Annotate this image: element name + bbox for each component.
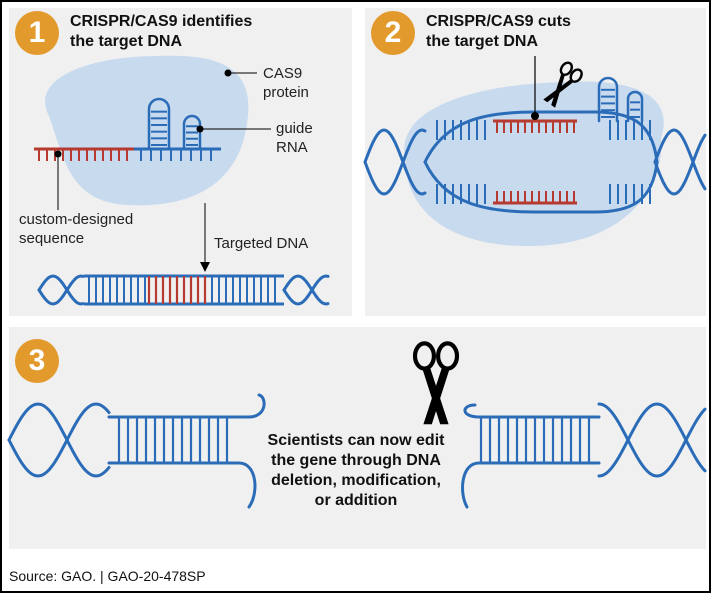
helix-right-a [597,402,707,478]
helix-right-b [597,402,707,478]
panel-1-title-line-1: CRISPR/CAS9 identifies [70,13,253,30]
step-3-badge: 3 [15,339,59,383]
cas9-protein-shape-2 [404,81,664,247]
cas9-leader-dot [224,69,232,77]
custom-label-line-1: custom-designed [19,211,134,228]
cut-dna-strands [7,393,707,509]
lower-loop [423,160,659,214]
cut-leader-dot [531,112,539,120]
custom-leader-dot [54,150,62,158]
panel-3-text-line-3: deletion, modification, [271,472,441,489]
panel-2-title-line-2: the target DNA [426,33,539,50]
guide-label-line-2: RNA [276,139,308,156]
targeted-dna-label: Targeted DNA [214,235,309,252]
right-bottom-strand [461,461,601,509]
panel-3-illustration [7,341,707,509]
panel-step-1: 1 CRISPR/CAS9 identifies the target DNA … [9,8,352,316]
helix-left-a [7,402,111,478]
guide-label-line-1: guide [276,120,313,137]
step-2-badge: 2 [371,11,415,55]
guide-rna-hairpins-2 [597,76,644,123]
targeted-dna-strand [37,274,330,306]
hairpin-small [626,90,644,123]
panel-1-illustration [34,55,330,306]
helix-right-b [653,128,707,191]
helix-left-b [7,402,111,478]
panel-2-illustration [363,56,707,247]
scissors-icon [543,61,583,108]
custom-label-line-2: sequence [19,230,85,247]
helix-left-a [37,274,85,306]
guide-leader-dot [196,125,204,133]
panel-step-2: 2 CRISPR/CAS9 cuts the target DNA [363,8,707,316]
left-top-strand [107,393,266,419]
left-bottom-strand [107,461,257,509]
helix-right-b [282,274,330,306]
panel-1-title-line-2: the target DNA [70,33,183,50]
guide-rna-hairpins [140,97,212,161]
hairpin-small [182,114,202,151]
step-1-badge: 1 [15,11,59,55]
hairpin-large [147,97,171,151]
scissors-icon [412,341,460,425]
helix-right-a [653,133,707,196]
helix-left-a [363,128,427,196]
targeted-arrow-head [200,262,210,272]
helix-left-b [363,128,427,196]
panel-3-text-line-2: the gene through DNA [271,452,441,469]
hairpin-large [597,76,619,123]
cas9-protein-shape [45,55,249,206]
unwound-dna-strand [363,110,707,214]
right-top-strand [463,403,601,419]
panel-step-3: 3 Scientists can now edit the gene throu… [7,327,707,549]
helix-right-a [282,274,330,306]
source-footer: Source: GAO. | GAO-20-478SP [9,568,206,584]
cas9-label-line-2: protein [263,84,309,101]
helix-left-b [37,274,85,306]
panel-2-title-line-1: CRISPR/CAS9 cuts [426,13,571,30]
panel-3-text-line-4: or addition [314,492,398,509]
panel-3-text-line-1: Scientists can now edit [267,432,445,449]
cas9-label-line-1: CAS9 [263,65,303,82]
